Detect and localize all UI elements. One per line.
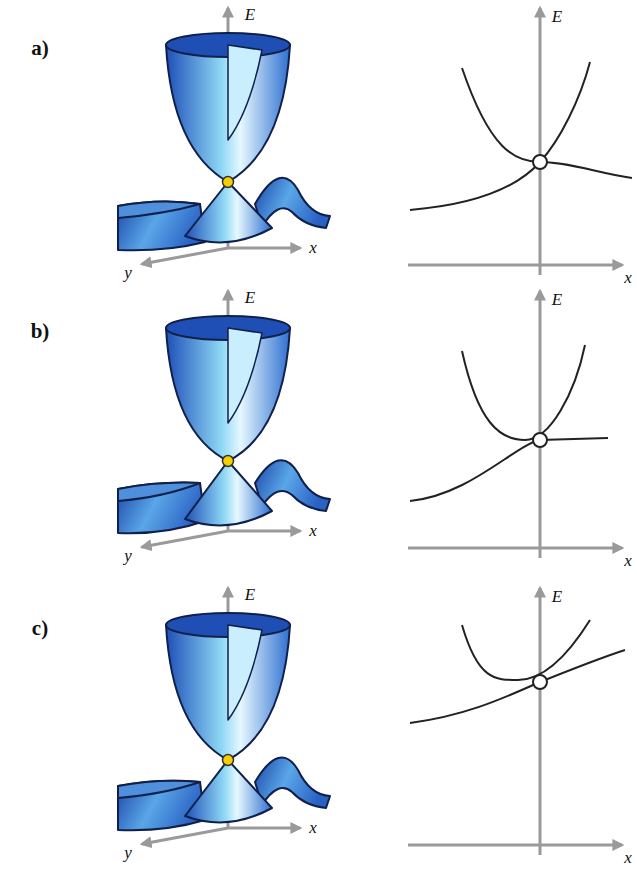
axis-label: y (124, 844, 132, 861)
crossing-point (533, 675, 547, 689)
crossing-point (533, 433, 547, 447)
energy-curve (410, 62, 590, 210)
axis (539, 588, 542, 855)
axis-label: x (624, 269, 632, 286)
axis (539, 8, 542, 275)
row-label: a) (31, 38, 49, 59)
intersection-dot (223, 177, 234, 188)
intersection-dot (223, 456, 234, 467)
axis (228, 530, 300, 533)
axis-label: x (624, 552, 632, 569)
energy-surface (118, 613, 330, 830)
energy-curve (462, 345, 585, 440)
axis-label: x (309, 522, 317, 539)
axis-label: E (245, 289, 255, 306)
panel (118, 291, 622, 558)
axis-label: E (245, 586, 255, 603)
axis-label: x (309, 239, 317, 256)
axis-label: y (124, 547, 132, 564)
energy-curve (462, 620, 590, 680)
axis-label: x (309, 819, 317, 836)
energy-curve (410, 650, 625, 723)
axis (408, 264, 622, 267)
crossing-point (533, 155, 547, 169)
axis (228, 827, 300, 830)
row-label: c) (32, 618, 48, 639)
axis (408, 844, 622, 847)
energy-surface (118, 33, 330, 250)
axis-label: E (245, 6, 255, 23)
axis (142, 531, 228, 547)
row-label: b) (31, 321, 50, 342)
axis-label: E (552, 291, 562, 308)
axis-label: y (124, 264, 132, 281)
panel (118, 588, 625, 855)
axis-label: E (552, 8, 562, 25)
axis (539, 291, 542, 558)
axis-label: x (624, 849, 632, 866)
panel (118, 8, 632, 275)
energy-curve (410, 438, 608, 501)
energy-surface (118, 316, 330, 533)
intersection-dot (223, 755, 234, 766)
axis-label: E (552, 588, 562, 605)
energy-curve (462, 68, 632, 178)
axis (408, 547, 622, 550)
axis (142, 828, 228, 844)
axis (228, 247, 300, 250)
